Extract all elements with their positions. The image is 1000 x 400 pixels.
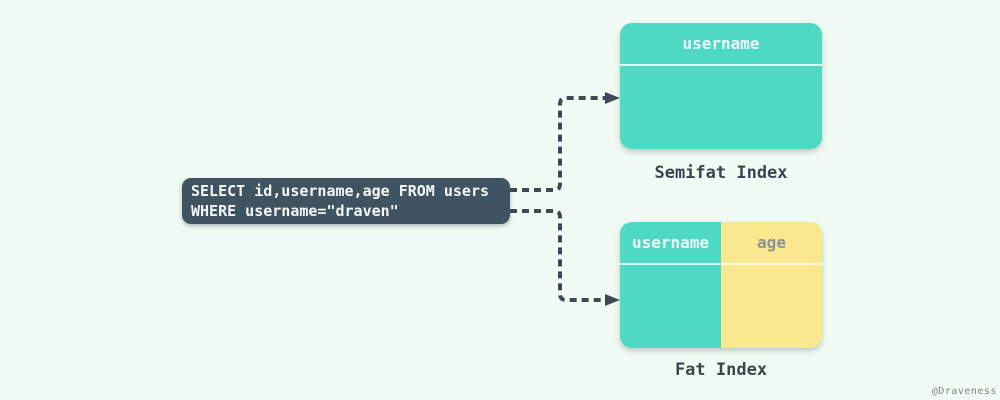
dashed-arrow-line <box>510 209 606 302</box>
fat-index-column-username: username <box>620 222 721 348</box>
sql-query-line-2: WHERE username="draven" <box>191 202 399 220</box>
fat-index-age-header: age <box>721 222 822 265</box>
arrowhead-icon <box>605 294 620 306</box>
arrowhead-icon <box>605 92 620 104</box>
arrow-to-fat-index <box>510 209 620 306</box>
watermark: @Draveness <box>931 386 997 397</box>
dashed-arrow-line <box>510 96 606 192</box>
semifat-index-label: Semifat Index <box>654 163 788 183</box>
fat-index-username-header: username <box>620 222 721 265</box>
semifat-index-box: username <box>620 23 822 149</box>
sql-query-box: SELECT id,username,age FROM users WHERE … <box>182 178 510 224</box>
semifat-index-header: username <box>620 23 822 66</box>
arrow-to-semifat-index <box>510 92 620 192</box>
sql-query-line-1: SELECT id,username,age FROM users <box>191 182 490 200</box>
fat-index-box: username age <box>620 222 822 348</box>
fat-index-column-age: age <box>721 222 822 348</box>
fat-index-label: Fat Index <box>674 360 768 380</box>
